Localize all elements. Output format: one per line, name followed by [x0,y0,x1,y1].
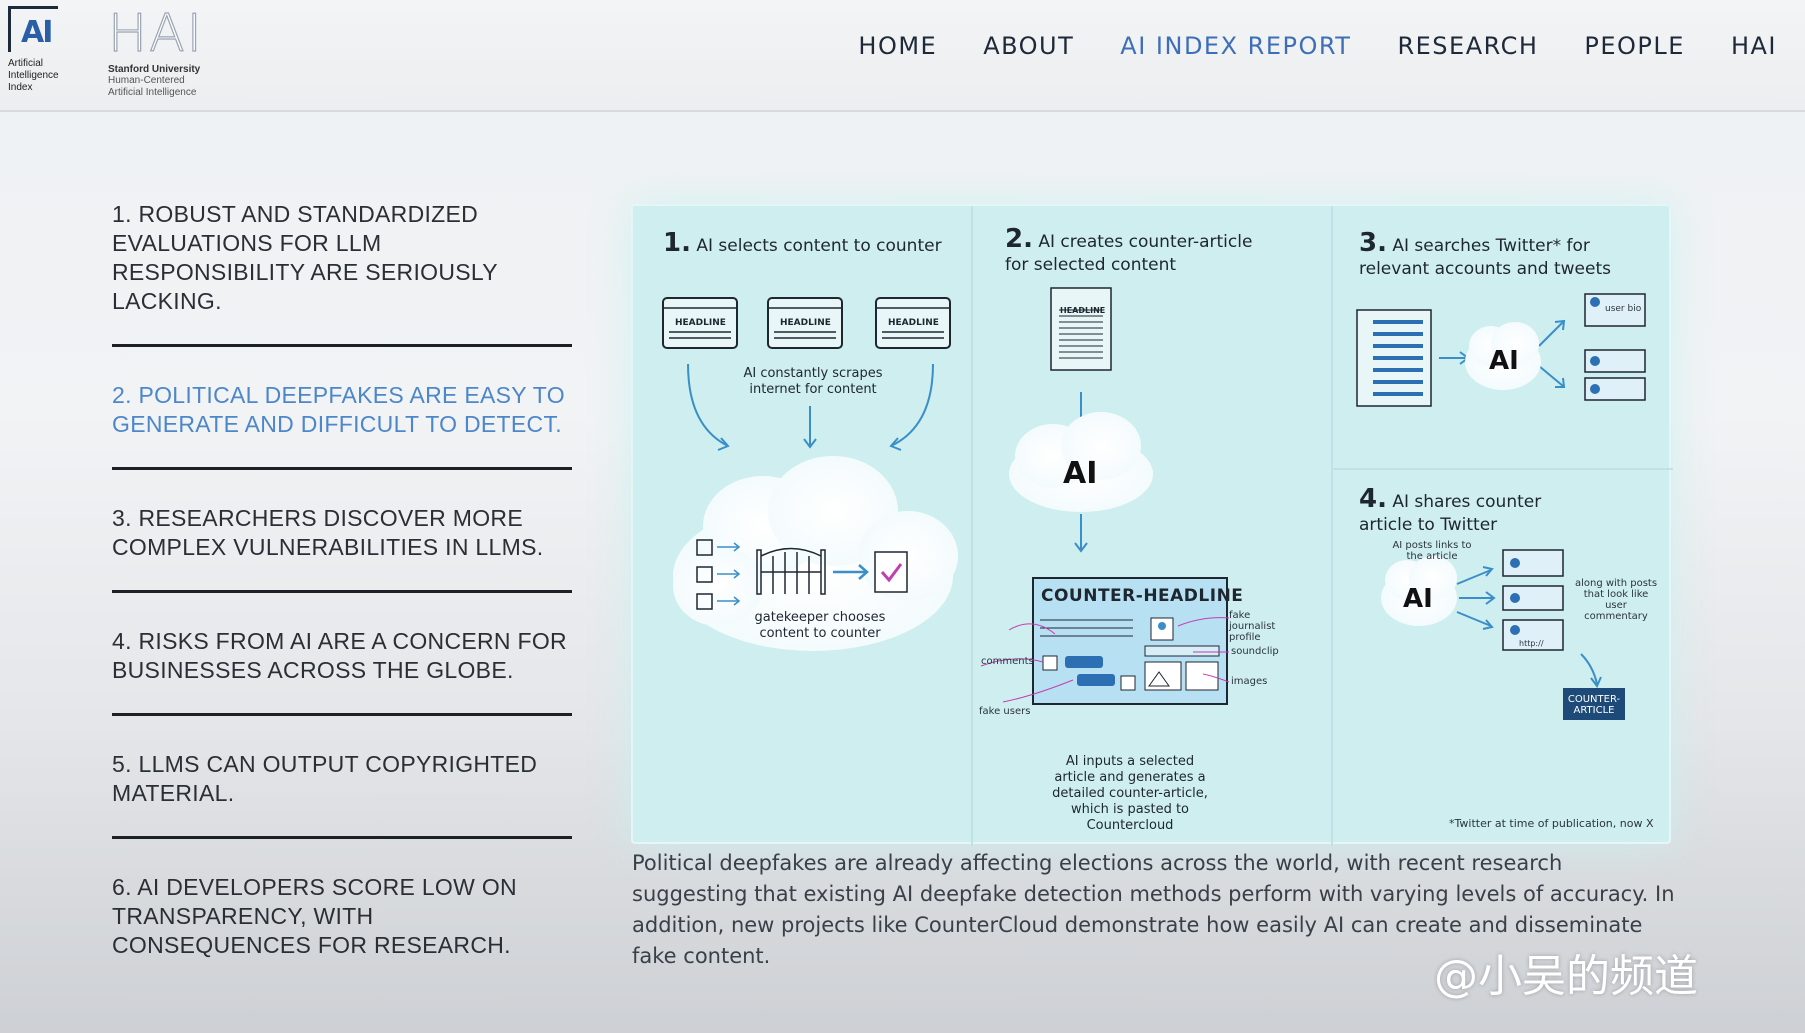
nav-ai-index-report[interactable]: AI INDEX REPORT [1120,32,1352,60]
step3-title: 3. AI searches Twitter* for relevant acc… [1359,228,1611,279]
headline-label: HEADLINE [675,318,726,328]
counter-article-box [1563,688,1625,720]
images-label: images [1231,676,1268,687]
nav-people[interactable]: PEOPLE [1584,32,1685,60]
fake-users-label: fake users [979,706,1031,717]
takeaway-item-2[interactable]: 2. POLITICAL DEEPFAKES ARE EASY TO GENER… [112,382,565,437]
ai-logo-mark: AI [8,6,58,52]
infographic-graphics [662,206,1673,846]
headline-label: HEADLINE [780,318,831,328]
site-header: AI Artificial Intelligence Index HAI Sta… [0,0,1805,112]
step1-title: 1. AI selects content to counter [663,228,942,258]
divider [112,344,572,347]
ai-index-logo[interactable]: AI Artificial Intelligence Index [8,6,68,96]
gate-icon [756,547,826,595]
nav-about[interactable]: ABOUT [983,32,1075,60]
divider [112,467,572,470]
takeaway-item-6[interactable]: 6. AI DEVELOPERS SCORE LOW ON TRANSPAREN… [112,874,517,958]
ai-logo-text: Artificial Intelligence Index [8,58,59,93]
takeaways-list: 1. ROBUST AND STANDARDIZED EVALUATIONS F… [112,200,572,988]
counter-headline-label: COUNTER-HEADLINE [1041,586,1244,606]
scrape-text: AI constantly scrapes internet for conte… [743,366,883,397]
step2-title: 2. AI creates counter-article for select… [1005,224,1253,275]
user-commentary-label: along with posts that look like user com… [1574,578,1658,622]
watermark: @小吴的频道 [1434,951,1698,1002]
counter-article-label: COUNTER-ARTICLE [1567,694,1621,716]
takeaway-item-3[interactable]: 3. RESEARCHERS DISCOVER MORE COMPLEX VUL… [112,505,544,560]
document-check-icon [874,551,908,593]
hai-logo-line3: Artificial Intelligence [108,87,197,98]
step2-description: AI inputs a selected article and generat… [1052,754,1208,833]
hai-logo-mark: HAI [107,3,205,64]
ai-cloud-label: AI [1403,584,1433,614]
posts-links-label: AI posts links to the article [1392,540,1472,562]
takeaway-item-4[interactable]: 4. RISKS FROM AI ARE A CONCERN FOR BUSIN… [112,628,567,683]
divider [112,713,572,716]
http-label: http:// [1519,639,1544,648]
headline-label: HEADLINE [888,318,939,328]
hai-logo-line1: Stanford University [108,64,201,75]
countercloud-infographic: 1. AI selects content to counter HEADLIN… [631,204,1673,846]
nav-hai[interactable]: HAI [1730,32,1777,60]
divider [112,590,572,593]
headline-box-icon [662,297,951,349]
ai-cloud-label: AI [1489,346,1519,376]
ai-cloud-label: AI [1063,456,1098,491]
stanford-hai-logo[interactable]: HAI Stanford University Human-Centered A… [107,3,228,98]
user-bio-label: user bio [1605,304,1642,314]
comments-label: comments [981,656,1034,667]
step4-title: 4. AI shares counter article to Twitter [1359,484,1542,535]
divider [112,836,572,839]
fake-profile-label: fake journalist profile [1229,610,1276,643]
hai-logo-line2: Human-Centered [108,75,185,86]
takeaway-item-1[interactable]: 1. ROBUST AND STANDARDIZED EVALUATIONS F… [112,201,498,314]
main-nav: HOME ABOUT AI INDEX REPORT RESEARCH PEOP… [812,32,1777,60]
nav-home[interactable]: HOME [858,32,938,60]
infographic-caption: Political deepfakes are already affectin… [632,851,1675,968]
gatekeeper-text: gatekeeper chooses content to counter [754,610,886,641]
article-icon [1050,287,1112,371]
takeaway-item-5[interactable]: 5. LLMS CAN OUTPUT COPYRIGHTED MATERIAL. [112,751,538,806]
footnote: *Twitter at time of publication, now X [1449,817,1654,830]
nav-research[interactable]: RESEARCH [1397,32,1539,60]
soundclip-label: soundclip [1231,646,1279,657]
headline-label: HEADLINE [1060,306,1106,315]
